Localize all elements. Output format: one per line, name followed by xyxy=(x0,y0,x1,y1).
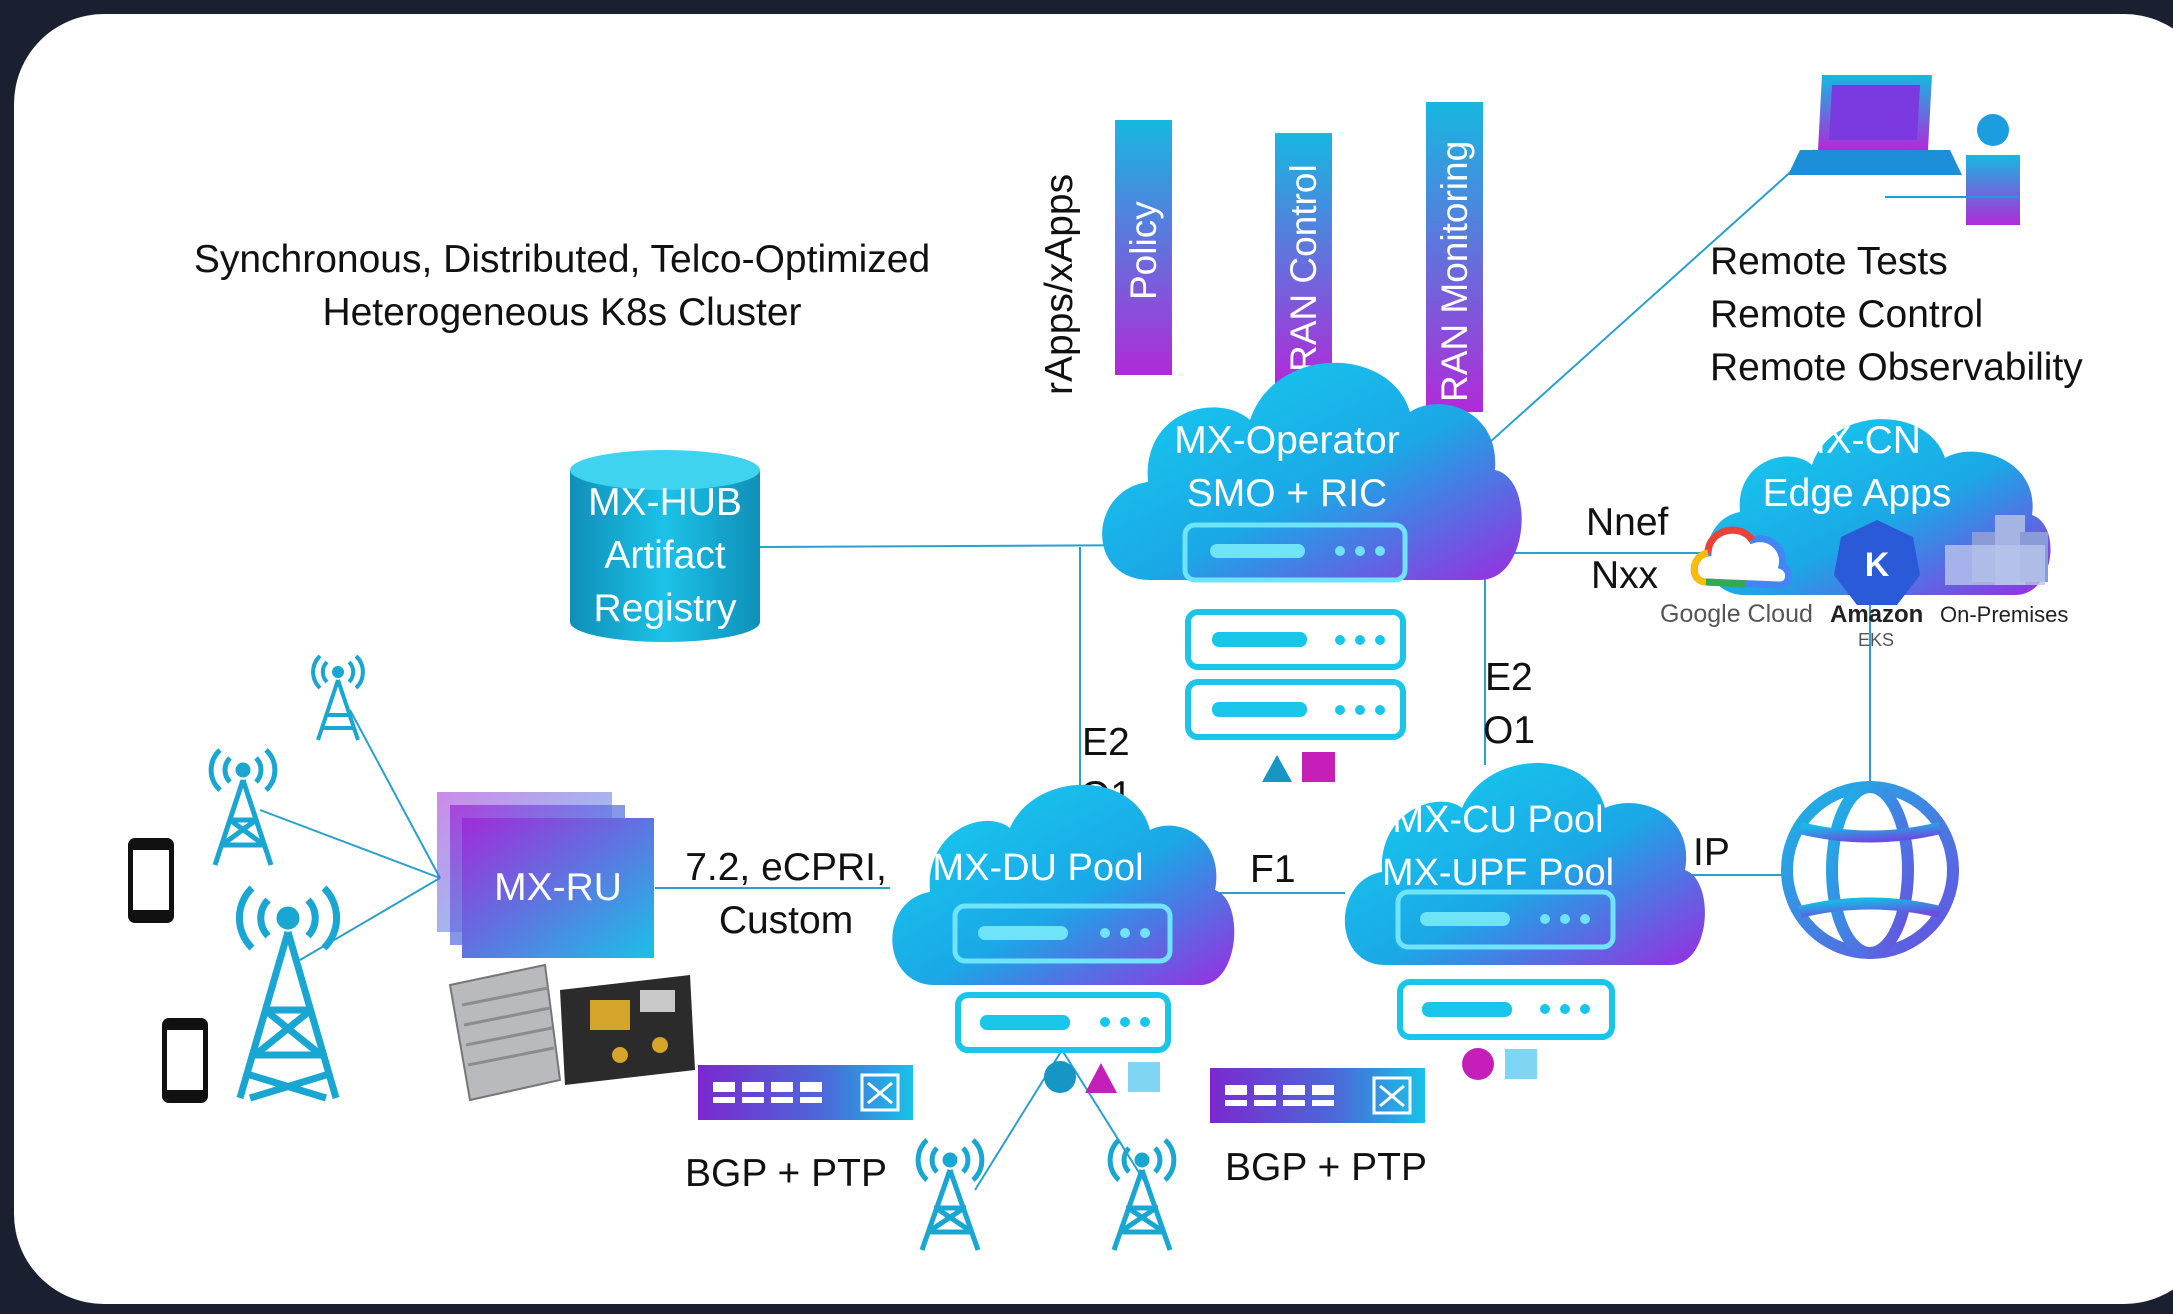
cell-tower-icon-medium xyxy=(208,748,278,866)
cluster-caption-line2: Heterogeneous K8s Cluster xyxy=(322,291,801,334)
du-tower-link-right xyxy=(1061,1049,1151,1191)
ru-tower-link-2 xyxy=(259,809,441,879)
cu-label-line1: MX-CU Pool xyxy=(1392,799,1603,841)
hub-label-line2: Artifact xyxy=(604,534,726,577)
cell-tower-icon-large xyxy=(235,885,341,1102)
du-triangle-marker xyxy=(1085,1063,1117,1093)
diagram-panel xyxy=(14,14,2173,1304)
hub-cylinder-body xyxy=(570,470,760,642)
ran-monitoring-app-label: RAN Monitoring xyxy=(1434,141,1475,402)
operator-label-line2: SMO + RIC xyxy=(1187,472,1387,515)
phone-icon-top xyxy=(128,838,174,923)
mx-du-cloud[interactable]: MX-DU Pool xyxy=(892,784,1235,985)
cn-label-line2: Edge Apps xyxy=(1763,472,1952,515)
on-premises-label: On-Premises xyxy=(1940,602,2068,627)
on-premises-servers-icon xyxy=(1945,515,2048,585)
policy-app[interactable]: Policy xyxy=(1115,120,1172,375)
mx-hub-registry[interactable]: MX-HUB Artifact Registry xyxy=(570,450,760,642)
fronthaul-label-line2: Custom xyxy=(719,899,853,942)
cn-label-line1: MX-CN xyxy=(1793,419,1921,462)
nxx-label: Nxx xyxy=(1591,554,1659,597)
operator-square-marker xyxy=(1302,752,1335,782)
f1-label: F1 xyxy=(1250,848,1296,891)
ip-label: IP xyxy=(1693,831,1730,874)
remote-tests-label: Remote Tests xyxy=(1710,240,1948,283)
remote-control-label: Remote Control xyxy=(1710,293,1983,336)
kubernetes-icon: K xyxy=(1834,520,1920,605)
person-icon xyxy=(1885,114,2020,225)
hub-label-line3: Registry xyxy=(593,587,737,630)
mx-operator-cloud[interactable]: MX-Operator SMO + RIC xyxy=(1102,362,1522,583)
phone-icon-bottom xyxy=(162,1018,208,1103)
kubernetes-letter: K xyxy=(1865,546,1890,584)
cell-tower-icon-du-left xyxy=(915,1138,985,1251)
network-switch-left[interactable] xyxy=(698,1065,913,1120)
du-circle-marker xyxy=(1044,1061,1076,1093)
remote-observability-label: Remote Observability xyxy=(1710,346,2083,389)
ru-tower-link-1 xyxy=(349,709,441,879)
cluster-caption-line1: Synchronous, Distributed, Telco-Optimize… xyxy=(194,238,930,281)
policy-app-label: Policy xyxy=(1123,201,1164,300)
cu-circle-marker xyxy=(1462,1048,1494,1080)
laptop-icon xyxy=(1788,75,1962,175)
google-cloud-icon xyxy=(1690,526,1792,589)
eks-label: EKS xyxy=(1858,630,1894,650)
du-server-stack xyxy=(955,992,1171,1053)
ru-label: MX-RU xyxy=(494,866,622,909)
du-square-marker xyxy=(1128,1062,1160,1092)
o1-right-label: O1 xyxy=(1483,709,1535,752)
mx-cu-upf-cloud[interactable]: MX-CU Pool MX-UPF Pool xyxy=(1344,763,1705,965)
e2-left-label: E2 xyxy=(1082,721,1130,764)
mx-ru-unit[interactable]: MX-RU xyxy=(437,792,654,958)
cell-tower-icon-small-top xyxy=(311,654,365,741)
ran-control-app-bar xyxy=(1275,133,1332,385)
ran-control-app[interactable]: RAN Control xyxy=(1275,133,1332,385)
network-switch-right[interactable] xyxy=(1210,1068,1425,1123)
operator-label-line1: MX-Operator xyxy=(1174,419,1399,462)
operator-triangle-marker xyxy=(1262,755,1292,782)
policy-app-bar xyxy=(1115,120,1172,375)
amazon-label: Amazon xyxy=(1830,601,1923,628)
ran-control-app-label: RAN Control xyxy=(1283,164,1324,372)
e2-right-label: E2 xyxy=(1485,656,1533,699)
fronthaul-label-line1: 7.2, eCPRI, xyxy=(685,846,887,889)
radio-hardware-image xyxy=(448,963,695,1102)
hub-label-line1: MX-HUB xyxy=(588,481,742,524)
ran-monitoring-app[interactable]: RAN Monitoring xyxy=(1426,102,1483,412)
ru-stack-front xyxy=(462,818,654,958)
du-server-inline xyxy=(952,903,1173,964)
switch-right-label: BGP + PTP xyxy=(1225,1146,1427,1189)
cu-label-line2: MX-UPF Pool xyxy=(1382,852,1614,894)
connector-lines xyxy=(259,149,1871,1191)
google-cloud-label: Google Cloud xyxy=(1660,600,1813,628)
operator-remote-link xyxy=(1469,149,1816,461)
cu-server-stack xyxy=(1397,979,1615,1040)
du-label: MX-DU Pool xyxy=(932,847,1143,889)
nnef-label: Nnef xyxy=(1586,501,1669,544)
cu-square-marker xyxy=(1505,1049,1537,1079)
cu-server-inline xyxy=(1395,889,1616,950)
operator-server-stack xyxy=(1185,609,1406,740)
apps-group-label: rApps/xApps xyxy=(1038,174,1081,395)
switch-left-label: BGP + PTP xyxy=(685,1152,887,1195)
internet-globe-icon xyxy=(1781,781,1959,959)
ran-monitoring-app-bar xyxy=(1426,102,1483,412)
operator-server-inline xyxy=(1182,522,1408,583)
cell-tower-icon-du-right xyxy=(1107,1138,1177,1251)
hub-cylinder-top xyxy=(570,450,760,490)
